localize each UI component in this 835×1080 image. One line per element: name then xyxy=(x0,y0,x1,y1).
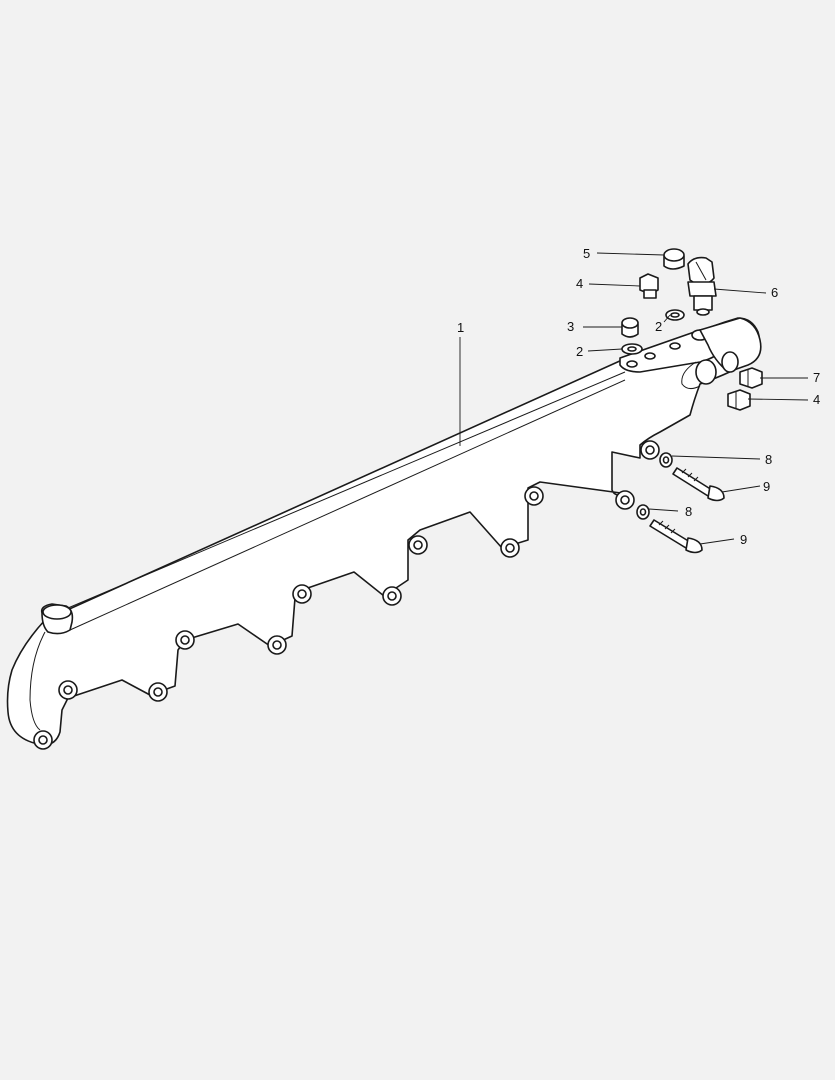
washer-part-2-lower xyxy=(621,343,643,355)
callout-9-upper: 9 xyxy=(763,479,770,494)
callout-4-lower: 4 xyxy=(813,392,820,407)
callout-4-upper: 4 xyxy=(576,276,583,291)
hex-plug-part-4 xyxy=(639,273,659,299)
plug-part-3 xyxy=(621,317,639,338)
callout-labels: 1 5 4 6 2 3 2 7 4 8 9 8 9 xyxy=(457,246,820,547)
callout-9-lower: 9 xyxy=(740,532,747,547)
manifold-mounting-holes xyxy=(33,440,660,750)
washer-part-8-upper xyxy=(659,452,673,468)
washer-part-8-lower xyxy=(636,504,650,520)
callout-8-lower: 8 xyxy=(685,504,692,519)
leader-lines xyxy=(459,252,809,545)
callout-5: 5 xyxy=(583,246,590,261)
hex-plug-part-4-lower xyxy=(727,389,751,411)
hex-part-7 xyxy=(739,367,763,389)
plug-part-5 xyxy=(663,248,685,270)
callout-3: 3 xyxy=(567,319,574,334)
callout-2-upper: 2 xyxy=(655,319,662,334)
callout-1: 1 xyxy=(457,320,464,335)
sensor-part-6 xyxy=(687,256,717,316)
callout-2-lower: 2 xyxy=(576,344,583,359)
manifold-body xyxy=(6,317,762,746)
washer-part-2-upper xyxy=(665,309,685,321)
callout-8-upper: 8 xyxy=(765,452,772,467)
bolt-part-9-lower xyxy=(649,519,703,554)
bolt-part-9-upper xyxy=(672,467,725,502)
callout-6: 6 xyxy=(771,285,778,300)
callout-7: 7 xyxy=(813,370,820,385)
